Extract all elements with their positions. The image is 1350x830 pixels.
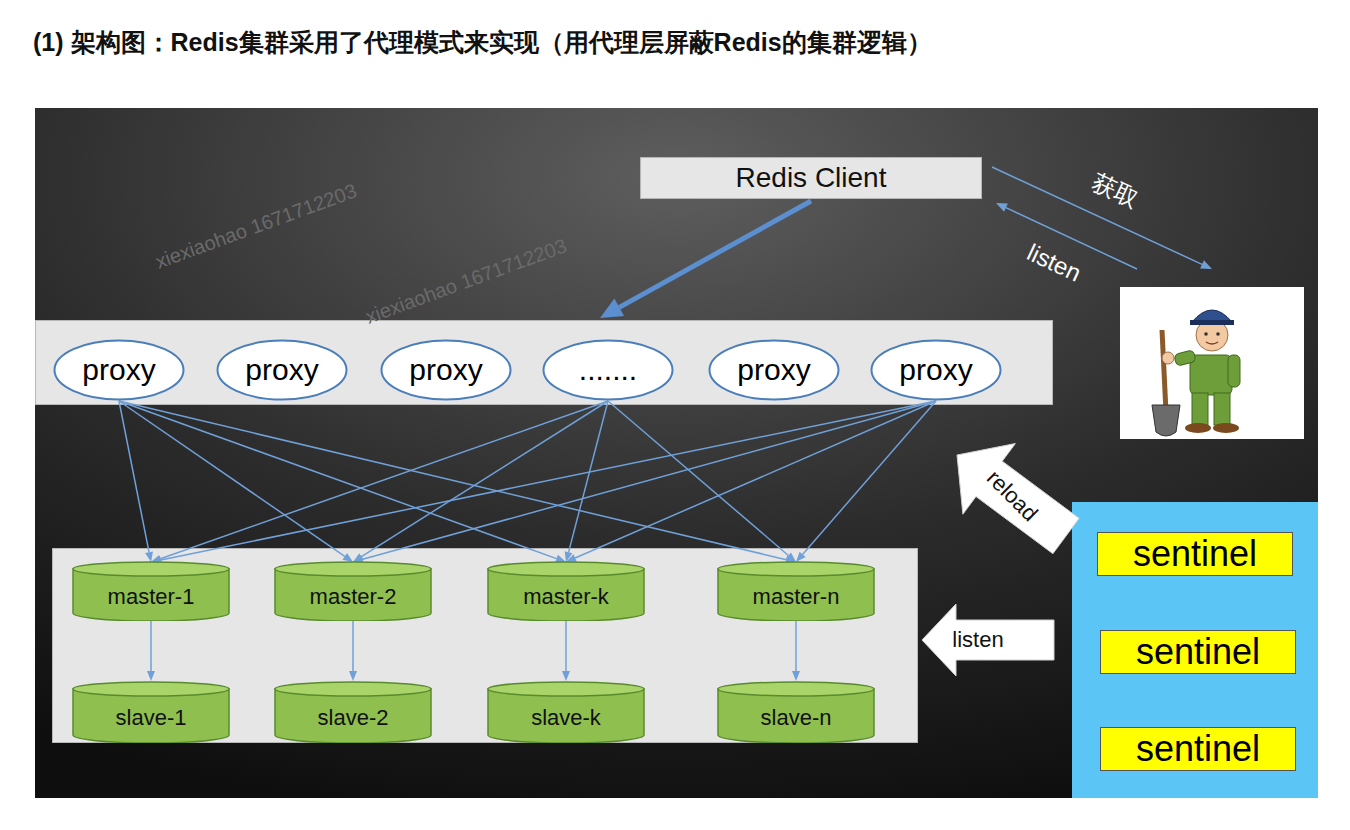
connector (119, 401, 353, 562)
connector (353, 401, 608, 562)
redis-cylinder: slave-2 (274, 681, 432, 743)
node-label: master-1 (108, 584, 195, 610)
connector (922, 604, 1054, 676)
connector (600, 201, 811, 318)
proxy-ellipse: proxy (216, 339, 348, 401)
sentinel-box: sentinel (1100, 727, 1296, 771)
node-label: proxy (899, 353, 972, 387)
connector (566, 401, 936, 562)
edge-label: listen (950, 627, 1005, 653)
node-label: sentinel (1133, 533, 1257, 575)
redis-cylinder: slave-k (487, 681, 645, 743)
connector (608, 401, 796, 562)
redis-cylinder: master-n (717, 561, 875, 621)
node-label: sentinel (1136, 631, 1260, 673)
connector (151, 401, 936, 564)
node-label: ....... (579, 353, 637, 387)
node-label: proxy (245, 353, 318, 387)
proxy-ellipse: ....... (542, 339, 674, 401)
node-label: slave-n (761, 705, 832, 731)
node-label: Redis Client (736, 162, 887, 194)
redis-cylinder: master-k (487, 561, 645, 621)
proxy-ellipse: proxy (708, 339, 840, 401)
redis-cylinder: master-1 (72, 561, 230, 621)
dark-panel (35, 108, 1318, 798)
sentinel-box: sentinel (1100, 630, 1296, 674)
client-box: Redis Client (640, 157, 982, 199)
zookeeper-node (1120, 287, 1304, 439)
connector (565, 401, 608, 562)
connector (353, 401, 936, 563)
node-label: master-k (523, 584, 609, 610)
node-label: proxy (82, 353, 155, 387)
cluster-band: proxy proxy proxy....... proxy proxy (35, 320, 1053, 405)
node-label: slave-1 (116, 705, 187, 731)
node-label: master-n (753, 584, 840, 610)
node-label: proxy (737, 353, 810, 387)
sentinel-panel: sentinel sentinel sentinel (1072, 502, 1318, 798)
connector (119, 401, 566, 562)
cluster-band: master-1 master-2 master-k master-n slave-1 s… (52, 548, 918, 743)
sentinel-box: sentinel (1097, 532, 1293, 576)
title: (1) 架构图：Redis集群采用了代理模式来实现（用代理层屏蔽Redis的集群… (33, 26, 932, 59)
connector (957, 444, 1079, 554)
proxy-ellipse: proxy (380, 339, 512, 401)
proxy-ellipse: proxy (870, 339, 1002, 401)
node-label: slave-2 (318, 705, 389, 731)
node-label: master-2 (310, 584, 397, 610)
redis-cylinder: master-2 (274, 561, 432, 621)
connector (796, 401, 936, 562)
node-label: proxy (409, 353, 482, 387)
redis-cylinder: slave-1 (72, 681, 230, 743)
proxy-ellipse: proxy (53, 339, 185, 401)
connector (119, 401, 153, 562)
node-label: slave-k (531, 705, 601, 731)
zookeeper-figure (1120, 287, 1304, 439)
redis-cylinder: slave-n (717, 681, 875, 743)
node-label: sentinel (1136, 728, 1260, 770)
connector (119, 401, 796, 564)
